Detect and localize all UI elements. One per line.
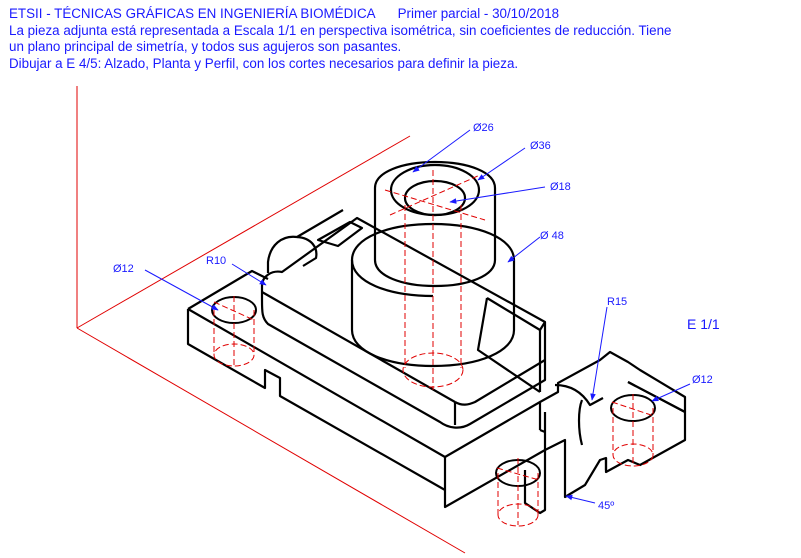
- lower-cylinder: [350, 222, 516, 368]
- central-block: [260, 209, 547, 429]
- dim-diameter-48: Ø 48: [540, 230, 564, 242]
- course-title: ETSII - TÉCNICAS GRÁFICAS EN INGENIERÍA …: [9, 6, 376, 21]
- dim-angle-45: 45º: [598, 500, 614, 512]
- dim-diameter-36: Ø36: [530, 140, 551, 152]
- reference-planes: [76, 86, 466, 554]
- rib: [476, 297, 604, 446]
- exam-date: Primer parcial - 30/10/2018: [397, 6, 560, 21]
- dim-diameter-26: Ø26: [473, 122, 494, 134]
- dim-radius-10: R10: [206, 255, 226, 267]
- hidden-lines: [213, 170, 655, 527]
- scale-label: E 1/1: [687, 316, 720, 332]
- dim-radius-15: R15: [607, 296, 627, 308]
- dim-diameter-18: Ø18: [550, 181, 571, 193]
- base-plate: [186, 269, 687, 515]
- upper-cylinder: [373, 160, 497, 288]
- task-line: Dibujar a E 4/5: Alzado, Planta y Perfil…: [9, 55, 519, 71]
- dim-diameter-12-left: Ø12: [113, 263, 134, 275]
- statement-line-1: La pieza adjunta está representada a Esc…: [9, 22, 672, 38]
- dim-diameter-12-right: Ø12: [692, 374, 713, 386]
- title-row: ETSII - TÉCNICAS GRÁFICAS EN INGENIERÍA …: [9, 6, 672, 23]
- dimension-leaders: [144, 129, 691, 504]
- exam-header: ETSII - TÉCNICAS GRÁFICAS EN INGENIERÍA …: [9, 6, 672, 72]
- statement-line-2: un plano principal de simetría, y todos …: [9, 39, 402, 54]
